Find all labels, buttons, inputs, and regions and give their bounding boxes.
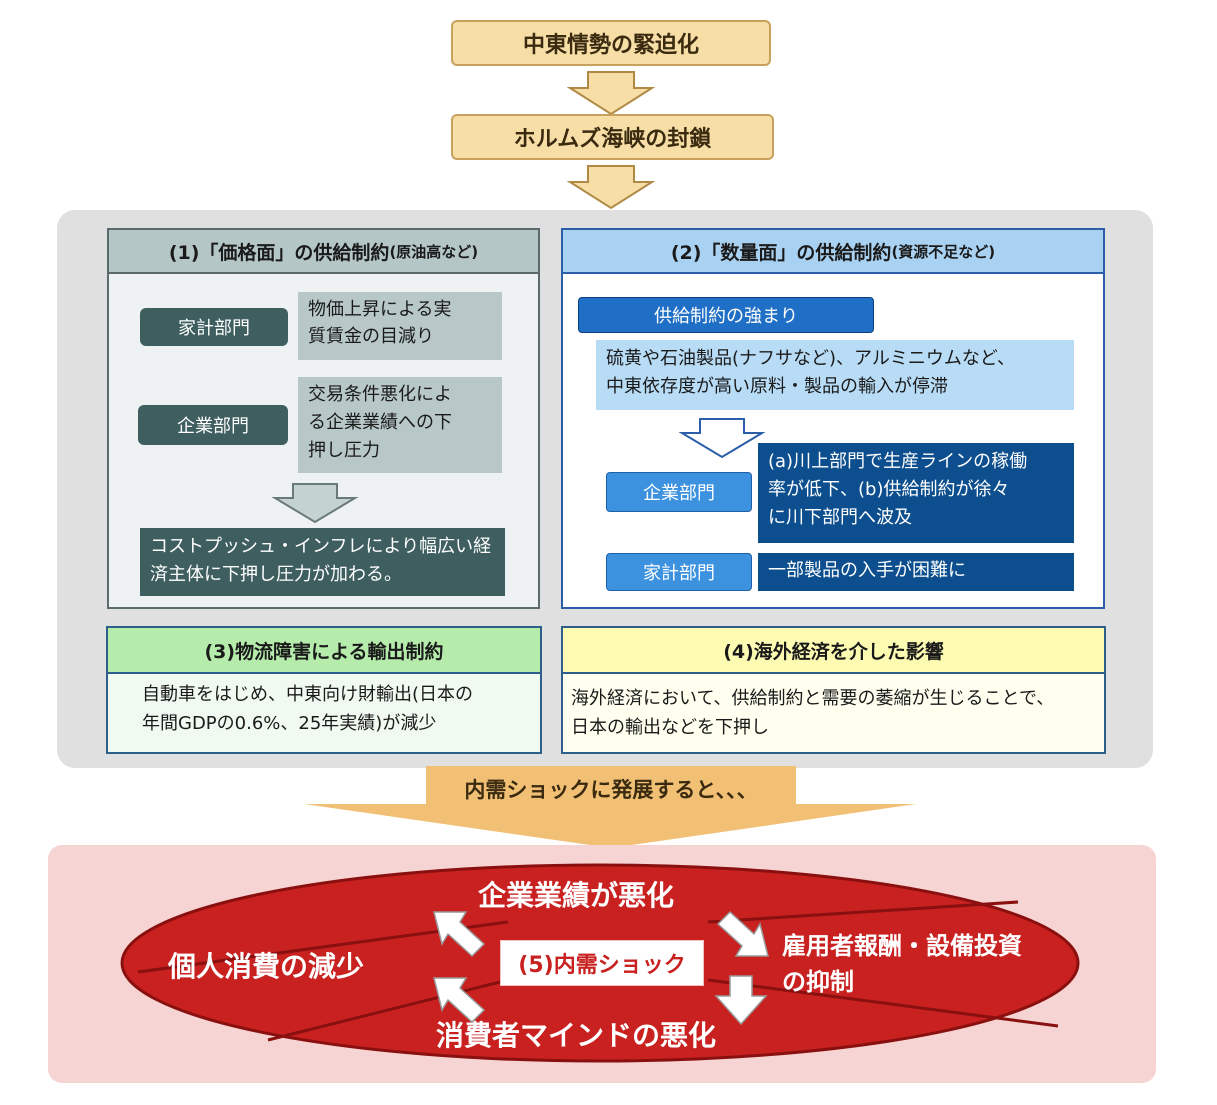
section2-corporate-effect-box: (a)川上部門で生産ラインの稼働 率が低下、(b)供給制約が徐々 に川下部門へ波… bbox=[758, 443, 1074, 543]
household-effect-line1: 物価上昇による実 bbox=[308, 299, 452, 320]
arrow-up-left-icon bbox=[433, 977, 486, 1024]
section2-corporate-line2: 率が低下、(b)供給制約が徐々 bbox=[768, 479, 1010, 500]
arrow-down-right-icon bbox=[716, 910, 769, 957]
cycle-compensation-investment-restrained: 雇用者報酬・設備投資 の抑制 bbox=[782, 928, 1022, 1000]
cost-push-line1: コストプッシュ・インフレにより幅広い経 bbox=[150, 536, 492, 557]
corporate-effect-box: 交易条件悪化によ る企業業績への下 押し圧力 bbox=[298, 377, 502, 473]
section-overseas-economy-title: (4)海外経済を介した影響 bbox=[563, 628, 1104, 674]
household-sector-label: 家計部門 bbox=[178, 318, 250, 339]
section-logistics-export-title: (3)物流障害による輸出制約 bbox=[108, 628, 540, 674]
cycle-corporate-earnings-worsen: 企業業績が悪化 bbox=[478, 879, 675, 912]
section3-text-line2: 年間GDPの0.6%、25年実績)が減少 bbox=[142, 713, 437, 734]
section4-title: (4)海外経済を介した影響 bbox=[723, 640, 944, 663]
section4-text: 海外経済において、供給制約と需要の萎縮が生じることで、 日本の輸出などを下押し bbox=[571, 684, 1101, 742]
step-middle-east-tension-label: 中東情勢の緊迫化 bbox=[522, 33, 699, 58]
import-stagnation-line1: 硫黄や石油製品(ナフサなど)、アルミニウムなど、 bbox=[606, 348, 1015, 369]
section1-title-sub: (原油高など) bbox=[389, 242, 479, 261]
corporate-sector-label: 企業部門 bbox=[177, 416, 249, 437]
import-stagnation-box: 硫黄や石油製品(ナフサなど)、アルミニウムなど、 中東依存度が高い原料・製品の輸… bbox=[596, 340, 1074, 410]
section2-corporate-line1: (a)川上部門で生産ラインの稼働 bbox=[768, 451, 1028, 472]
section-quantity-constraint: (2)「数量面」の供給制約(資源不足など) bbox=[561, 228, 1105, 609]
section2-title-main: (2)「数量面」の供給制約 bbox=[670, 241, 892, 264]
section2-household-label: 家計部門 bbox=[643, 563, 715, 584]
section2-corporate-line3: に川下部門へ波及 bbox=[768, 507, 912, 528]
arrow-down-icon bbox=[271, 483, 359, 524]
cycle-right-line2: の抑制 bbox=[782, 968, 854, 996]
arrow-down-icon bbox=[566, 165, 656, 210]
section3-text-line1: 自動車をはじめ、中東向け財輸出(日本の bbox=[142, 684, 474, 705]
arrow-down-icon bbox=[678, 418, 766, 459]
import-stagnation-line2: 中東依存度が高い原料・製品の輸入が停滞 bbox=[606, 376, 948, 397]
household-effect-line2: 質賃金の目減り bbox=[308, 326, 434, 347]
transition-arrow-icon bbox=[304, 766, 916, 848]
arrow-down-icon bbox=[566, 71, 656, 116]
section2-household-effect-box: 一部製品の入手が困難に bbox=[758, 553, 1074, 591]
supply-constraint-banner-label: 供給制約の強まり bbox=[654, 306, 798, 327]
section3-title: (3)物流障害による輸出制約 bbox=[204, 640, 444, 663]
section2-title-sub: (資源不足など) bbox=[891, 242, 996, 261]
section2-corporate-label: 企業部門 bbox=[643, 483, 715, 504]
step-hormuz-blockade-label: ホルムズ海峡の封鎖 bbox=[513, 127, 712, 152]
corporate-effect-line2: る企業業績への下 bbox=[308, 412, 452, 433]
section-price-constraint-title: (1)「価格面」の供給制約(原油高など) bbox=[109, 230, 538, 274]
section2-household-effect: 一部製品の入手が困難に bbox=[768, 560, 966, 581]
cycle-consumer-sentiment-worsen: 消費者マインドの悪化 bbox=[436, 1019, 717, 1052]
section2-household-tag: 家計部門 bbox=[606, 553, 752, 591]
transition-label: 内需ショックに発展すると、、、 bbox=[464, 778, 758, 802]
cycle-personal-consumption-decrease: 個人消費の減少 bbox=[168, 950, 365, 983]
section4-text-line2: 日本の輸出などを下押し bbox=[571, 717, 769, 738]
corporate-sector-tag: 企業部門 bbox=[138, 405, 288, 445]
section-overseas-economy: (4)海外経済を介した影響 海外経済において、供給制約と需要の萎縮が生じることで… bbox=[561, 626, 1106, 754]
arrow-down-icon bbox=[714, 975, 768, 1026]
supply-constraint-banner: 供給制約の強まり bbox=[578, 297, 874, 333]
household-effect-box: 物価上昇による実 質賃金の目減り bbox=[298, 292, 502, 360]
section-quantity-constraint-title: (2)「数量面」の供給制約(資源不足など) bbox=[563, 230, 1103, 274]
cycle-right-line1: 雇用者報酬・設備投資 bbox=[782, 932, 1022, 960]
corporate-effect-line3: 押し圧力 bbox=[308, 440, 380, 461]
section3-text: 自動車をはじめ、中東向け財輸出(日本の 年間GDPの0.6%、25年実績)が減少 bbox=[142, 680, 542, 738]
arrow-up-left-icon bbox=[433, 911, 486, 958]
step-middle-east-tension: 中東情勢の緊迫化 bbox=[451, 20, 771, 66]
domestic-demand-shock-label: (5)内需ショック bbox=[518, 953, 686, 978]
corporate-effect-line1: 交易条件悪化によ bbox=[308, 384, 452, 405]
section1-title-main: (1)「価格面」の供給制約 bbox=[168, 241, 390, 264]
section2-corporate-tag: 企業部門 bbox=[606, 472, 752, 512]
section4-text-line1: 海外経済において、供給制約と需要の萎縮が生じることで、 bbox=[571, 688, 1055, 709]
cost-push-inflation-box: コストプッシュ・インフレにより幅広い経 済主体に下押し圧力が加わる。 bbox=[140, 528, 505, 596]
domestic-demand-shock-center: (5)内需ショック bbox=[500, 940, 704, 986]
section-logistics-export: (3)物流障害による輸出制約 自動車をはじめ、中東向け財輸出(日本の 年間GDP… bbox=[106, 626, 542, 754]
household-sector-tag: 家計部門 bbox=[140, 308, 288, 346]
cost-push-line2: 済主体に下押し圧力が加わる。 bbox=[150, 564, 402, 585]
step-hormuz-blockade: ホルムズ海峡の封鎖 bbox=[451, 114, 774, 160]
